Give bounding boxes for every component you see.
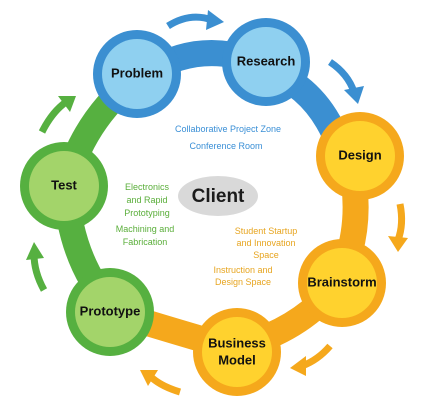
node-label-business-model-line1: Business — [208, 335, 266, 350]
zone-label-blue: Collaborative Project Zone Conference Ro… — [175, 124, 281, 151]
curved-arrow-icon — [290, 343, 333, 376]
zone-orange-line5: Design Space — [215, 277, 271, 287]
client-center: Client — [178, 176, 258, 216]
outer-arrows — [26, 10, 408, 396]
zone-orange-line4: Instruction and — [213, 265, 272, 275]
zone-blue-line2: Conference Room — [189, 141, 262, 151]
node-test: Test — [20, 142, 108, 230]
node-research: Research — [222, 18, 310, 106]
node-label-problem: Problem — [111, 65, 163, 80]
curved-arrow-icon — [388, 203, 408, 252]
node-design: Design — [316, 112, 404, 200]
zone-green-line3: Prototyping — [124, 208, 170, 218]
zone-green-line5: Fabrication — [123, 237, 168, 247]
client-label: Client — [192, 186, 245, 207]
node-business-model: Business Model — [193, 308, 281, 396]
zone-label-green: Electronics and Rapid Prototyping Machin… — [116, 182, 175, 247]
curved-arrow-icon — [166, 10, 224, 30]
node-problem: Problem — [93, 30, 181, 118]
zone-orange-line2: and Innovation — [236, 238, 295, 248]
node-label-brainstorm: Brainstorm — [307, 274, 376, 289]
node-label-test: Test — [51, 177, 77, 192]
curved-arrow-icon — [327, 59, 364, 104]
node-prototype: Prototype — [66, 268, 154, 356]
zone-green-line1: Electronics — [125, 182, 170, 192]
curved-arrow-icon — [26, 242, 48, 292]
zone-green-line4: Machining and — [116, 224, 175, 234]
node-brainstorm: Brainstorm — [298, 239, 386, 327]
node-label-research: Research — [237, 53, 296, 68]
curved-arrow-icon — [38, 96, 76, 134]
zone-orange-line1: Student Startup — [235, 226, 298, 236]
node-label-business-model-line2: Model — [218, 352, 256, 367]
zone-green-line2: and Rapid — [126, 195, 167, 205]
zone-label-orange: Student Startup and Innovation Space Ins… — [213, 226, 297, 287]
node-label-design: Design — [338, 147, 381, 162]
zone-orange-line3: Space — [253, 250, 279, 260]
zone-blue-line1: Collaborative Project Zone — [175, 124, 281, 134]
node-label-prototype: Prototype — [80, 303, 141, 318]
curved-arrow-icon — [140, 370, 182, 396]
